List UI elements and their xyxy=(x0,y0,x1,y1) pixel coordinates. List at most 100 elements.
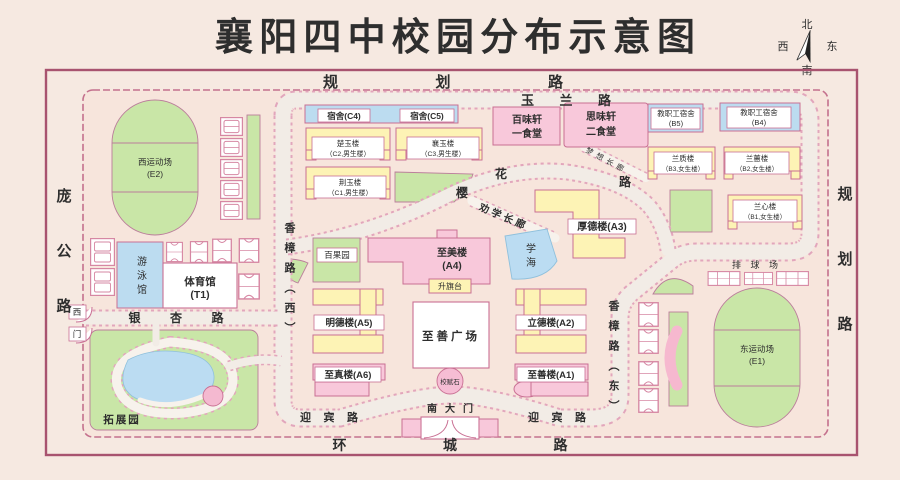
tennis-court xyxy=(90,268,115,296)
mingde-a5-label: 明德楼(A5) xyxy=(326,317,373,329)
road-label-guihua-right: 规划路 xyxy=(836,186,853,381)
dorm-lanhui-code: （B2,女生楼） xyxy=(736,164,778,173)
east-field-code: (E1) xyxy=(749,356,765,366)
green-square-east xyxy=(669,189,713,233)
west-stands xyxy=(220,117,243,220)
map-outer-border xyxy=(44,68,859,457)
garden-loop-path xyxy=(111,337,238,418)
gym-building xyxy=(162,262,238,309)
road-label-yingbin-left: 迎宾路 xyxy=(300,410,359,424)
zhishan-a1-building xyxy=(513,363,589,398)
volleyball-court xyxy=(744,271,773,286)
staff-b5-name: 教职工宿舍 xyxy=(657,108,695,118)
road-label-yinghua-2: 花 xyxy=(495,166,507,181)
basketball-court xyxy=(638,361,659,386)
zhimei-a4-l1: 至美楼 xyxy=(437,246,467,259)
garden-pavilion xyxy=(202,385,224,407)
dorm-c4-label: 宿舍(C4) xyxy=(327,111,361,121)
baiguoyuan-label-box xyxy=(316,247,358,263)
dorm-jingyu-name: 荆玉楼 xyxy=(339,177,362,187)
south-gate xyxy=(401,416,499,440)
flag-platform-label: 升旗台 xyxy=(438,281,462,291)
xuehai-label: 学海 xyxy=(524,242,536,271)
east-field-name: 东运动场 xyxy=(740,344,774,354)
staff-b4-code: (B4) xyxy=(752,118,767,127)
staff-b5-code: (B5) xyxy=(669,119,684,128)
xuehai-pond xyxy=(504,228,558,280)
east-stands-arc xyxy=(664,325,683,391)
zhishan-square-label: 至善广场 xyxy=(422,329,480,343)
dorm-lanzhi-name: 兰质楼 xyxy=(672,153,695,163)
dorm-lanxin-building xyxy=(727,194,803,230)
compass-needle-black xyxy=(805,30,811,64)
staff-dorm-b4-label-box xyxy=(726,106,792,129)
staff-b4-name: 教职工宿舍 xyxy=(740,107,778,117)
road-label-xiangzhang-east: 香樟路（东） xyxy=(607,299,621,420)
lide-a2-building xyxy=(515,288,587,354)
dorm-jingyu-code: （C1,男生楼） xyxy=(328,188,373,197)
dorm-lanhui-building xyxy=(723,146,801,180)
tuozhanyuan-label: 拓展园 xyxy=(103,413,141,426)
volleyball-label: 排球场 xyxy=(732,259,778,270)
staff-dorm-b5-label-box xyxy=(650,107,701,130)
canteen-siweixuan-building xyxy=(563,102,649,148)
dorm-jingyu-building xyxy=(305,166,391,200)
road-label-guihua-top: 规划路 xyxy=(323,73,564,91)
dorm-lanxin-code: （B1,女生楼） xyxy=(744,212,786,221)
road-network xyxy=(79,90,820,428)
west-gate-char-2: 门 xyxy=(73,329,82,339)
garden-branch-road xyxy=(225,355,285,370)
flag-platform-box xyxy=(428,278,472,294)
dorm-chuyu-building xyxy=(305,127,391,161)
west-green-strip xyxy=(246,114,261,220)
dorm-xiangyu-name: 襄玉楼 xyxy=(432,138,455,148)
compass-east: 东 xyxy=(827,40,838,53)
dorm-chuyu-code: （C2,男生楼） xyxy=(326,149,371,158)
zhishan-a1-label: 至善楼(A1) xyxy=(528,369,575,381)
dorm-c4-label-box xyxy=(317,108,371,123)
gym-code: (T1) xyxy=(190,289,209,301)
gym-name: 体育馆 xyxy=(184,275,216,288)
basketball-court xyxy=(638,302,659,327)
dorm-xiangyu-building xyxy=(395,127,483,161)
pool-building xyxy=(116,241,164,309)
canteen-baiweixuan-l2: 一食堂 xyxy=(512,127,542,140)
mingde-a5-building xyxy=(312,288,385,354)
west-field-name: 西运动场 xyxy=(138,157,172,167)
compass: 北 南 西 东 xyxy=(778,18,838,77)
west-sports-field xyxy=(111,99,199,236)
basketball-court xyxy=(189,241,209,263)
west-gate-char-1: 西 xyxy=(73,307,82,317)
east-sports-field xyxy=(713,287,801,428)
road-label-yingbin-right: 迎宾路 xyxy=(528,410,587,424)
yinghua-road xyxy=(280,164,675,257)
green-wedge-northeast xyxy=(652,278,694,295)
canteen-baiweixuan-l1: 百味轩 xyxy=(512,113,542,126)
compass-west: 西 xyxy=(778,41,789,53)
baiguoyuan-label: 百果园 xyxy=(324,250,350,260)
south-gate-label: 南大门 xyxy=(427,402,473,415)
road-label-panggong: 庞公路 xyxy=(55,187,72,353)
buildings xyxy=(116,102,803,398)
dorm-c5-label-box xyxy=(399,108,455,123)
road-label-yinghua-3: 路 xyxy=(619,174,632,189)
road-label-xiangzhang-west: 香樟路（西） xyxy=(283,221,297,342)
basketball-court xyxy=(238,273,260,300)
dorm-c5-label: 宿舍(C5) xyxy=(410,111,444,121)
zhishan-square-area xyxy=(412,301,490,369)
canteen-siweixuan-l1: 思味轩 xyxy=(586,110,616,123)
basketball-court xyxy=(638,388,659,413)
pool-label: 游泳馆 xyxy=(135,255,147,298)
expansion-garden xyxy=(89,329,259,431)
basketball-court xyxy=(238,238,260,263)
road-label-yinghua-1: 樱 xyxy=(456,185,468,200)
compass-north: 北 xyxy=(802,18,813,31)
xiaofu-stone-label: 校赋石 xyxy=(440,377,460,386)
dorm-lanxin-name: 兰心楼 xyxy=(754,201,777,211)
basketball-court xyxy=(166,241,183,263)
canteen-baiweixuan-building xyxy=(492,106,561,146)
zhizhen-a6-building xyxy=(312,363,386,397)
west-gate xyxy=(68,304,93,344)
